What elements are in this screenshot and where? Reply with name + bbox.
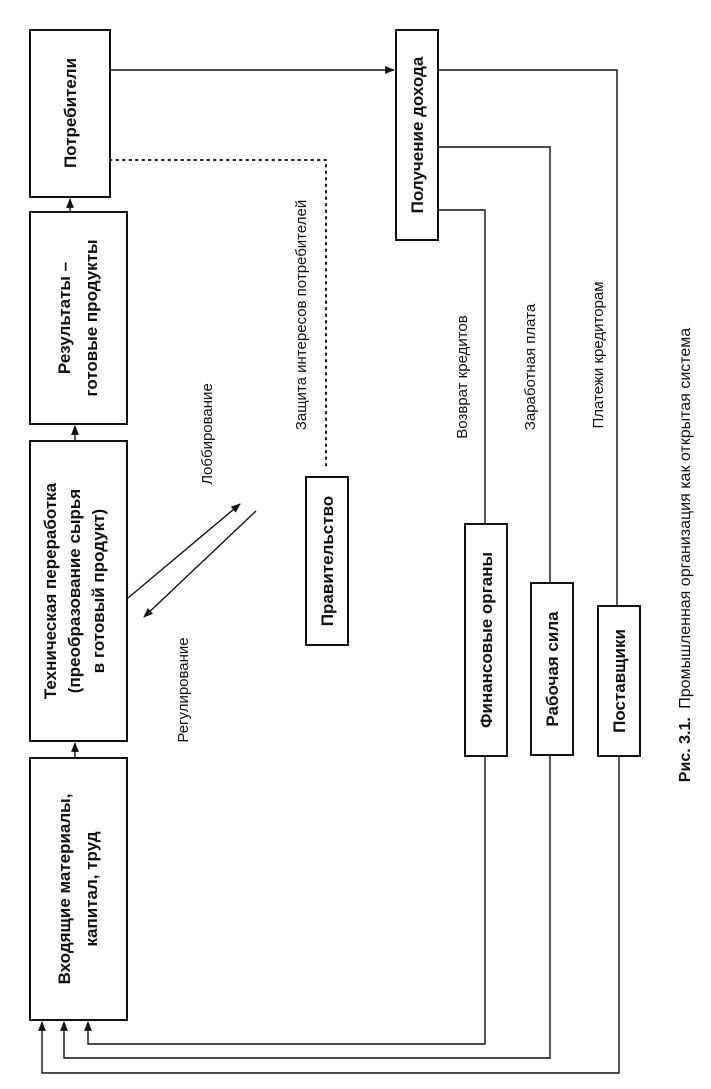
label-regulation: Регулирование [175,637,192,742]
arrow-lobbying [127,503,241,599]
box-processing-label-line2: (преобразование сырья [65,489,84,693]
box-processing: Техническая переработка (преобразование … [29,440,128,742]
box-results-label-line1: Результаты – [55,262,74,374]
box-results: Результаты – готовые продукты [29,211,128,425]
figure-caption-number: Рис. 3.1. [677,717,694,782]
box-finance: Финансовые органы [464,523,508,757]
box-consumers-label: Потребители [61,58,80,168]
flow-wages [438,146,551,583]
label-lobbying: Лоббирование [199,383,216,485]
box-results-label-line2: готовые продукты [82,239,101,396]
label-creditor-payments: Платежи кредиторам [590,281,607,428]
box-inputs-label-line1: Входящие материалы, [55,794,74,985]
box-suppliers-label: Поставщики [610,629,629,733]
box-inputs-label-line2: капитал, труд [82,831,101,946]
box-consumers: Потребители [29,29,111,198]
dotted-consumer-protection-line [109,159,327,469]
feedback-suppliers-to-inputs [38,756,620,1074]
box-labor-label: Рабочая сила [543,611,562,727]
box-government-label: Правительство [318,496,337,626]
figure-caption: Рис. 3.1. Промышленная организация как о… [677,328,694,782]
box-income: Получение дохода [395,29,439,241]
box-labor: Рабочая сила [530,582,574,756]
label-loan-repayment: Возврат кредитов [454,315,471,439]
flow-loan-repayment [438,209,486,524]
figure-caption-text: Промышленная организация как открытая си… [677,328,694,709]
box-income-label: Получение дохода [408,56,427,213]
box-inputs: Входящие материалы, капитал, труд [29,757,128,1021]
label-wages: Заработная плата [522,303,539,430]
label-consumer-protection: Защита интересов потребителей [293,200,310,430]
box-processing-label-line3: в готовый продукт) [89,509,108,673]
feedback-finance-to-inputs [84,756,486,1045]
box-processing-label-line1: Техническая переработка [41,482,60,699]
arrow-regulation [143,510,257,618]
box-suppliers: Поставщики [597,605,641,757]
feedback-labor-to-inputs [60,755,551,1059]
box-finance-label: Финансовые органы [477,552,496,728]
box-government: Правительство [305,476,349,646]
flow-creditor-payments [438,69,618,606]
